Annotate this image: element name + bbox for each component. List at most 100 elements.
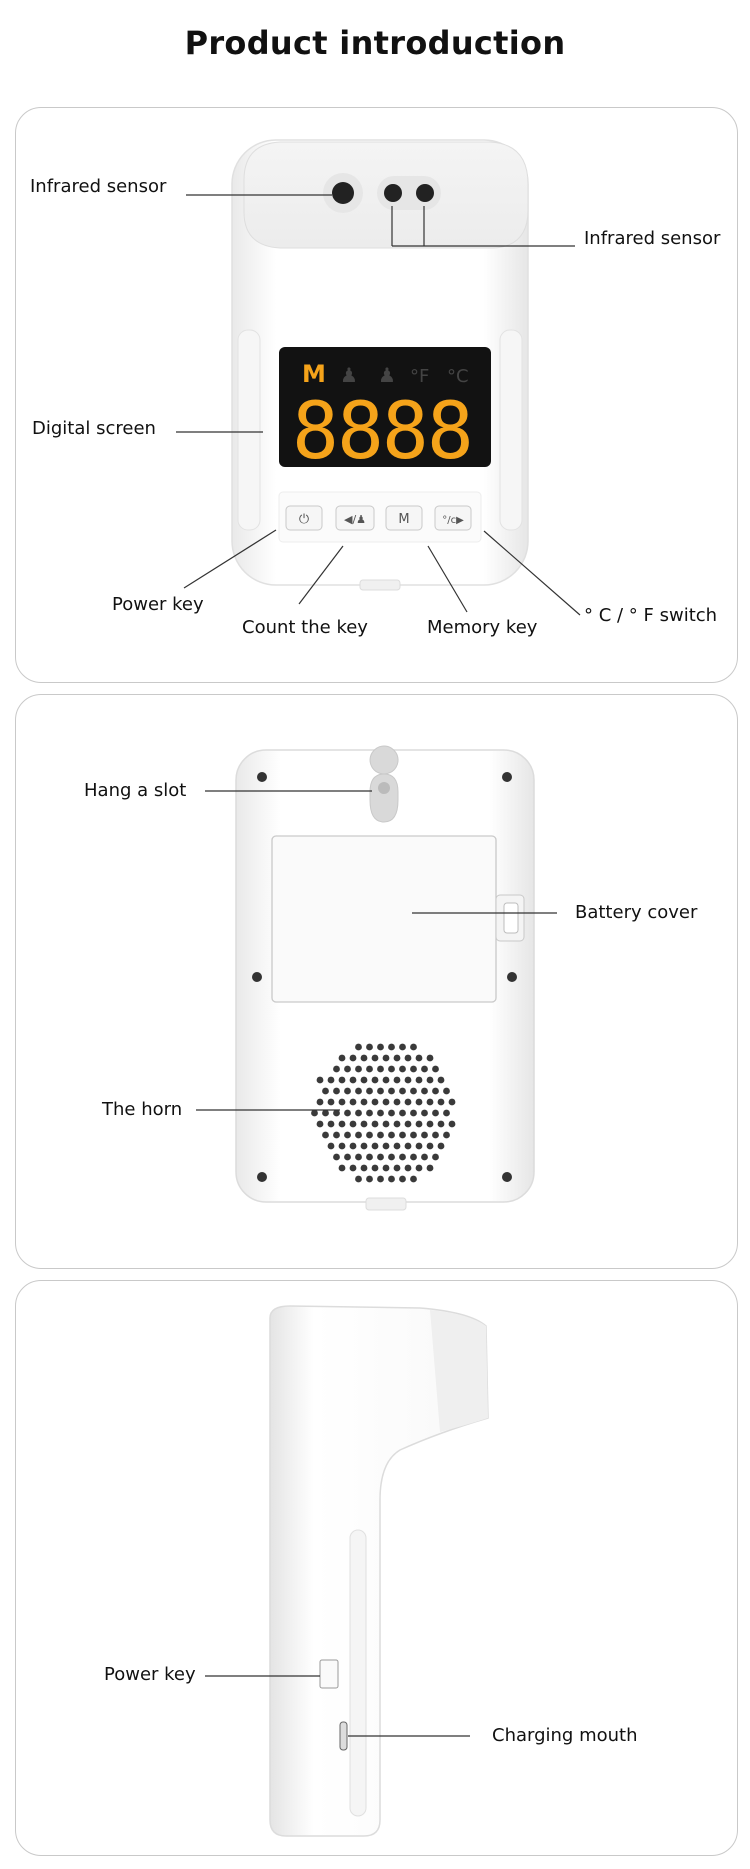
speaker-hole <box>366 1043 373 1051</box>
speaker-hole <box>432 1153 439 1161</box>
speaker-hole <box>404 1054 412 1062</box>
power-button[interactable] <box>285 505 323 531</box>
charging-port[interactable] <box>339 1721 348 1751</box>
count-icon: ◀/♟ <box>344 513 366 526</box>
speaker-hole <box>448 1098 456 1106</box>
screen-count-icon: ♟ <box>340 363 358 387</box>
speaker-hole <box>388 1131 395 1139</box>
side-body <box>269 1305 489 1837</box>
speaker-hole <box>377 1043 384 1051</box>
speaker-hole <box>432 1131 439 1139</box>
speaker-hole <box>388 1109 395 1117</box>
speaker-hole <box>355 1065 362 1073</box>
label-memory-key: Memory key <box>427 617 538 638</box>
count-button[interactable] <box>335 505 375 531</box>
speaker-hole <box>322 1087 329 1095</box>
speaker-hole <box>382 1164 390 1172</box>
power-icon: ⏻ <box>299 512 309 527</box>
label-digital-screen: Digital screen <box>32 418 156 439</box>
speaker-hole <box>366 1087 373 1095</box>
speaker-hole <box>338 1054 346 1062</box>
label-charging-mouth: Charging mouth <box>492 1725 638 1746</box>
speaker-hole <box>371 1098 379 1106</box>
speaker-hole <box>415 1164 423 1172</box>
screen-memory-indicator: M <box>302 360 326 388</box>
page-title: Product introduction <box>184 24 566 62</box>
speaker-hole <box>382 1142 390 1150</box>
speaker-hole <box>393 1120 401 1128</box>
speaker-hole <box>366 1153 373 1161</box>
speaker-hole <box>333 1109 340 1117</box>
screen-celsius-indicator: °C <box>447 366 469 387</box>
speaker-hole <box>344 1153 351 1161</box>
label-side-power-key: Power key <box>104 1664 196 1685</box>
speaker-hole <box>371 1120 379 1128</box>
speaker-hole <box>371 1142 379 1150</box>
screen-fahrenheit-indicator: °F <box>410 366 429 387</box>
speaker-hole <box>360 1098 368 1106</box>
speaker-hole <box>366 1175 373 1183</box>
speaker-hole <box>377 1087 384 1095</box>
speaker-hole <box>410 1065 417 1073</box>
speaker-hole <box>322 1109 329 1117</box>
speaker-hole <box>388 1065 395 1073</box>
speaker-hole <box>421 1153 428 1161</box>
speaker-hole <box>338 1076 346 1084</box>
speaker-hole <box>349 1164 357 1172</box>
speaker-hole <box>399 1131 406 1139</box>
speaker-hole <box>404 1164 412 1172</box>
memory-button[interactable] <box>385 505 423 531</box>
speaker-hole <box>333 1065 340 1073</box>
speaker-hole <box>421 1109 428 1117</box>
speaker-hole <box>349 1054 357 1062</box>
label-count-key: Count the key <box>242 617 368 638</box>
speaker-hole <box>426 1142 434 1150</box>
speaker-hole <box>443 1131 450 1139</box>
speaker-hole <box>360 1142 368 1150</box>
unit-switch-button[interactable] <box>434 505 472 531</box>
speaker-hole <box>432 1087 439 1095</box>
speaker-hole <box>432 1065 439 1073</box>
speaker-hole <box>377 1131 384 1139</box>
speaker-hole <box>355 1153 362 1161</box>
speaker-hole <box>393 1164 401 1172</box>
speaker-hole <box>333 1087 340 1095</box>
speaker-hole <box>316 1120 324 1128</box>
speaker-hole <box>393 1098 401 1106</box>
speaker-hole <box>377 1175 384 1183</box>
speaker-hole <box>426 1076 434 1084</box>
label-unit-switch: ° C / ° F switch <box>584 605 718 626</box>
speaker-hole <box>344 1109 351 1117</box>
speaker-hole <box>322 1131 329 1139</box>
speaker-hole <box>399 1065 406 1073</box>
speaker-hole <box>410 1153 417 1161</box>
memory-button-glyph: M <box>398 512 409 527</box>
speaker-hole <box>404 1142 412 1150</box>
speaker-hole <box>327 1120 335 1128</box>
speaker-hole <box>388 1153 395 1161</box>
speaker-hole <box>443 1087 450 1095</box>
speaker-hole <box>333 1131 340 1139</box>
speaker-hole <box>382 1098 390 1106</box>
speaker-hole <box>311 1109 318 1117</box>
speaker-hole <box>338 1098 346 1106</box>
speaker-hole <box>410 1109 417 1117</box>
speaker-hole <box>399 1087 406 1095</box>
side-power-key[interactable] <box>319 1659 339 1689</box>
speaker-hole <box>382 1054 390 1062</box>
speaker-hole <box>426 1098 434 1106</box>
speaker-hole <box>344 1065 351 1073</box>
speaker-hole <box>360 1076 368 1084</box>
speaker-hole <box>333 1153 340 1161</box>
label-infrared-sensor-left: Infrared sensor <box>30 176 167 197</box>
screen-digits: 8888 <box>292 387 472 477</box>
speaker-hole <box>393 1076 401 1084</box>
speaker-hole <box>426 1164 434 1172</box>
speaker-hole <box>399 1043 406 1051</box>
speaker-hole <box>338 1142 346 1150</box>
speaker-hole <box>410 1087 417 1095</box>
speaker-hole <box>393 1142 401 1150</box>
speaker-hole <box>410 1175 417 1183</box>
speaker-hole <box>349 1120 357 1128</box>
